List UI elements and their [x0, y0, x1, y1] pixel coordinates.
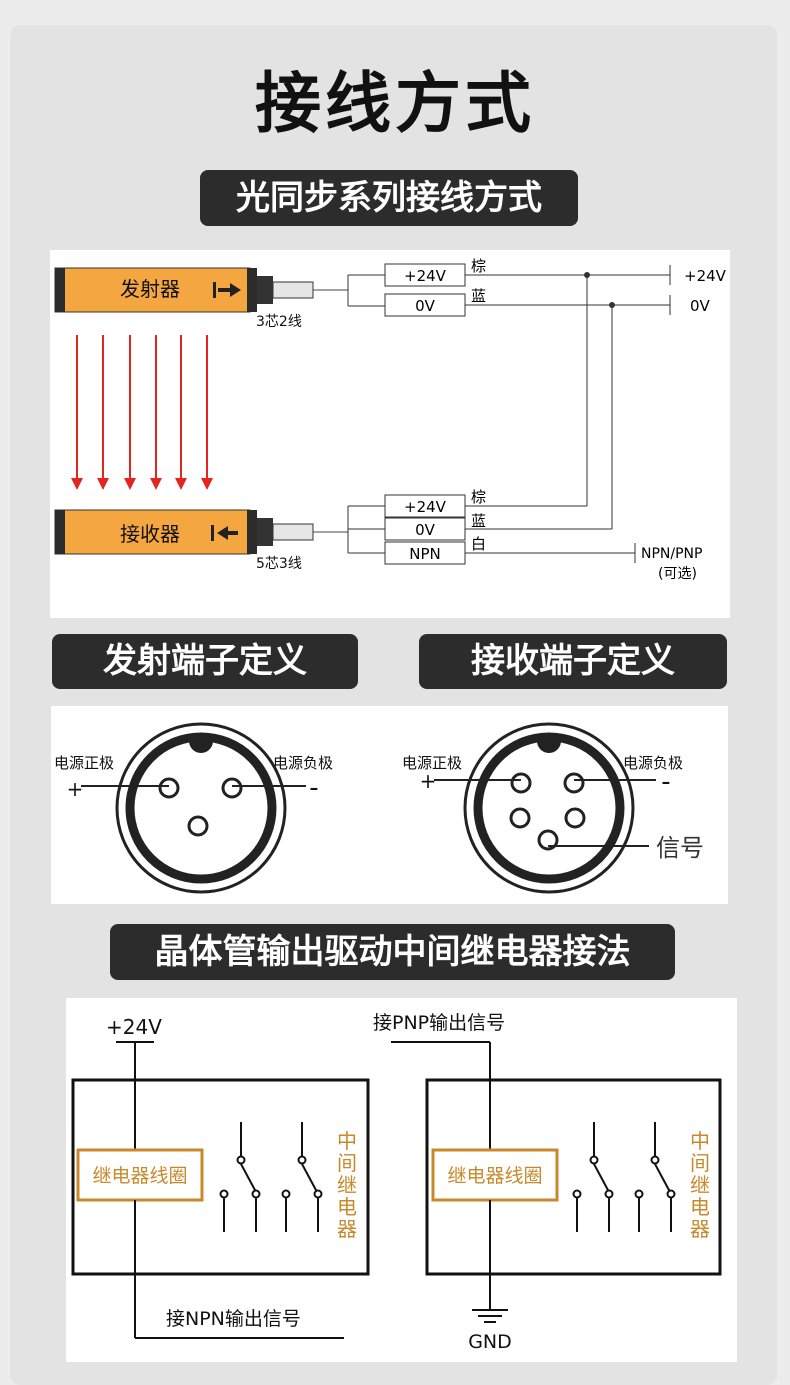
- emitter-minus-sign: -: [309, 773, 318, 803]
- svg-text:间: 间: [337, 1151, 357, 1175]
- emitter-bar: 发射器: [54, 267, 257, 313]
- emitter-wire-brown: 棕: [471, 257, 486, 275]
- receiver-minus-sign: -: [661, 767, 670, 797]
- svg-text:间: 间: [690, 1151, 710, 1175]
- svg-text:中: 中: [690, 1129, 710, 1153]
- right-coil-label: 继电器线圈: [447, 1165, 542, 1187]
- section-heading-sync-wiring: 光同步系列接线方式: [200, 170, 578, 226]
- right-relay-contacts: [572, 1122, 676, 1232]
- receiver-terminal-0v: 0V: [415, 521, 436, 539]
- receiver-connector-face: [434, 722, 656, 894]
- left-signal-label: 接NPN输出信号: [166, 1308, 301, 1330]
- ground-icon: [472, 1309, 508, 1323]
- receiver-connector: [257, 518, 348, 546]
- svg-text:器: 器: [690, 1217, 710, 1241]
- emitter-cable-label: 3芯2线: [256, 314, 302, 330]
- svg-text:继: 继: [690, 1173, 710, 1197]
- emitter-label: 发射器: [120, 277, 180, 301]
- receiver-wire-white: 白: [471, 535, 486, 553]
- output-note: (可选): [658, 566, 697, 582]
- receiver-neg-label: 电源负极: [623, 754, 683, 772]
- receiver-terminal-24v: +24V: [404, 498, 447, 516]
- svg-text:中: 中: [337, 1129, 357, 1153]
- receiver-wire-brown: 棕: [471, 488, 486, 506]
- emitter-terminal-block: +24V 0V 棕 蓝: [347, 257, 670, 317]
- emitter-terminal-heading: 发射端子定义: [52, 634, 358, 689]
- relay-wiring-heading: 晶体管输出驱动中间继电器接法: [110, 924, 675, 980]
- receiver-arrow-icon: [211, 525, 238, 541]
- relay-diagram-card: +24V 继电器线圈 接NPN输出信号 中 间 继: [66, 998, 737, 1362]
- output-label: NPN/PNP: [641, 546, 702, 562]
- light-beam-arrows: [71, 335, 213, 490]
- emitter-connector: [257, 276, 348, 304]
- emitter-wire-blue: 蓝: [471, 287, 486, 305]
- receiver-signal-label: 信号: [656, 834, 704, 862]
- left-relay-contacts: [219, 1122, 323, 1232]
- relay-diagrams: +24V 继电器线圈 接NPN输出信号 中 间 继: [71, 1012, 722, 1353]
- npn-relay-diagram: +24V 继电器线圈 接NPN输出信号 中 间 继: [71, 1015, 370, 1339]
- receiver-terminal-npn: NPN: [409, 545, 441, 563]
- receiver-cable-label: 5芯3线: [256, 556, 302, 572]
- page-title: 接线方式: [255, 65, 535, 142]
- svg-text:继: 继: [337, 1173, 357, 1197]
- emitter-terminal-0v: 0V: [415, 297, 436, 315]
- emitter-pos-label: 电源正极: [54, 754, 114, 772]
- right-signal-label: 接PNP输出信号: [373, 1012, 505, 1034]
- right-ground-label: GND: [468, 1331, 512, 1353]
- receiver-pos-label: 电源正极: [402, 754, 462, 772]
- emitter-neg-label: 电源负极: [273, 754, 333, 772]
- receiver-terminal-heading: 接收端子定义: [419, 634, 727, 689]
- emitter-terminal-24v: +24V: [404, 267, 447, 285]
- connector-diagrams: 电源正极 电源负极 + - 电源正极 电源负极 + - 信号: [54, 722, 704, 894]
- supply-plus-label: +24V: [684, 267, 727, 285]
- receiver-wire-blue: 蓝: [471, 512, 486, 530]
- wiring-diagram-card: 发射器 3芯2线 接收器 5芯3线: [50, 250, 730, 618]
- supply-zero-label: 0V: [690, 297, 711, 315]
- svg-text:电: 电: [337, 1195, 357, 1219]
- emitter-arrow-icon: [213, 282, 241, 298]
- supply-rails: +24V 0V: [584, 265, 727, 529]
- emitter-plus-sign: +: [67, 777, 84, 801]
- emitter-connector-face: [81, 722, 306, 894]
- left-coil-label: 继电器线圈: [92, 1165, 187, 1187]
- connector-diagram-card: 电源正极 电源负极 + - 电源正极 电源负极 + - 信号: [51, 706, 728, 904]
- svg-text:电: 电: [690, 1195, 710, 1219]
- left-relay-label: 中 间 继 电 器: [337, 1129, 357, 1241]
- receiver-label: 接收器: [120, 522, 180, 546]
- receiver-terminal-block: +24V 0V NPN 棕 蓝 白 NPN/PNP (可选): [347, 488, 702, 582]
- pnp-relay-diagram: 接PNP输出信号 继电器线圈 GND: [373, 1012, 722, 1353]
- left-supply-label: +24V: [106, 1015, 162, 1039]
- receiver-plus-sign: +: [420, 769, 437, 793]
- svg-text:器: 器: [337, 1217, 357, 1241]
- wiring-diagram: 发射器 3芯2线 接收器 5芯3线: [54, 257, 727, 582]
- receiver-bar: 接收器: [54, 509, 257, 555]
- right-relay-label: 中 间 继 电 器: [690, 1129, 710, 1241]
